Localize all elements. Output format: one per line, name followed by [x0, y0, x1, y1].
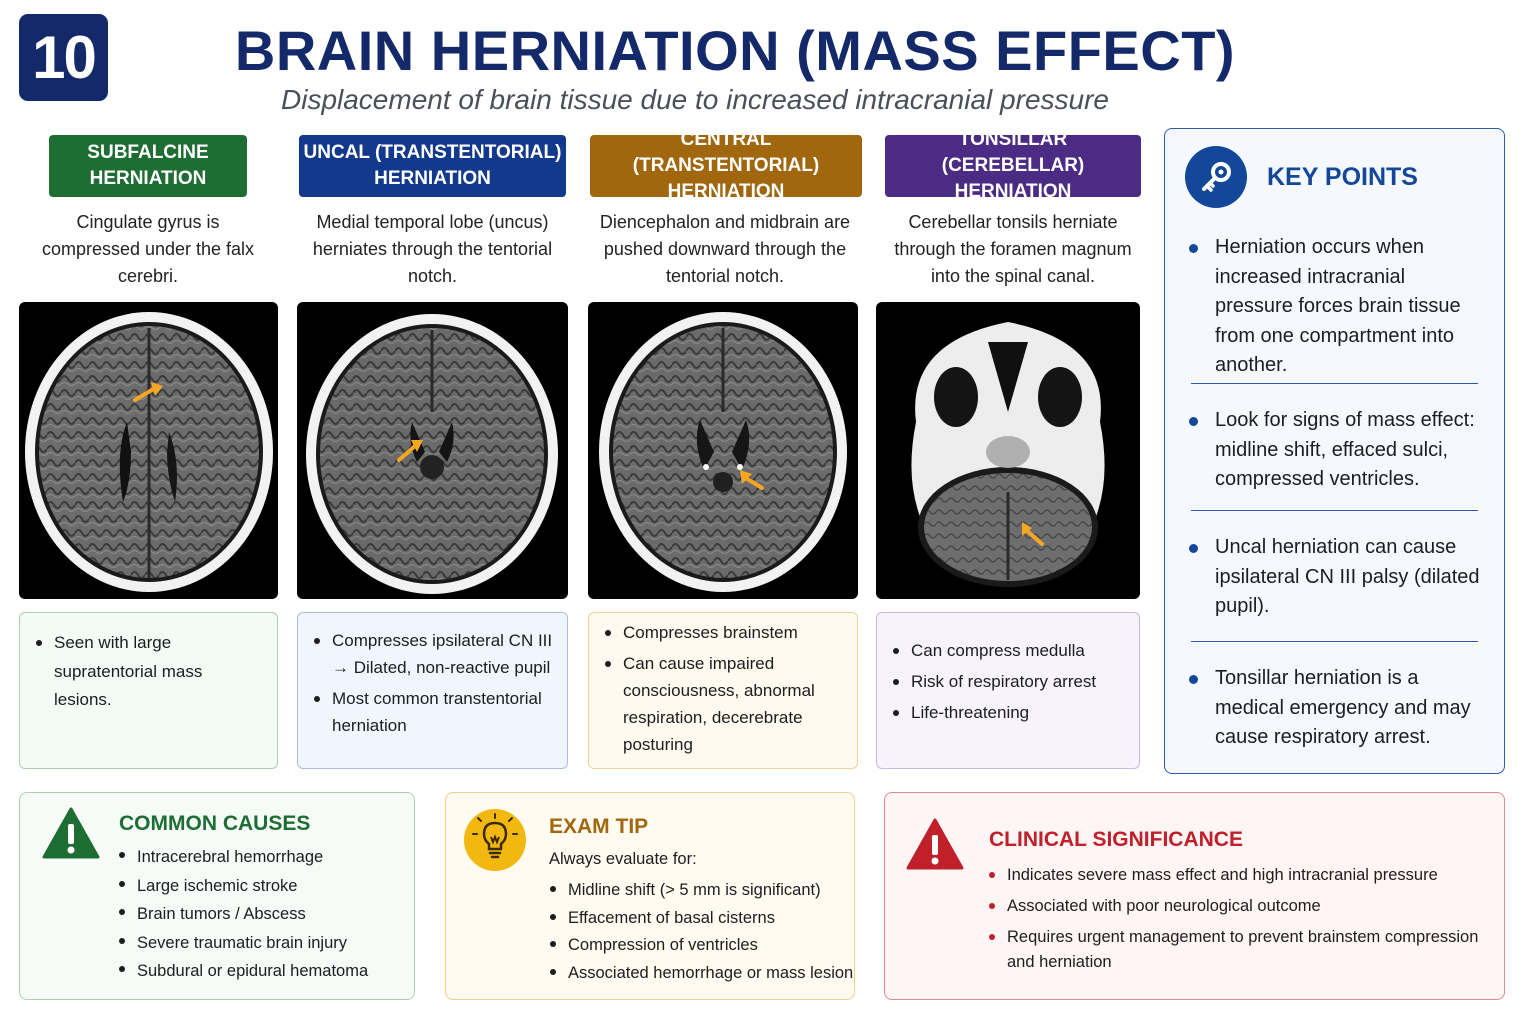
key-point: Tonsillar herniation is a medical emerge…	[1185, 664, 1484, 753]
list-item: Requires urgent management to prevent br…	[987, 925, 1487, 975]
list-item: Large ischemic stroke	[117, 872, 368, 901]
ct-scan-subfalcine	[19, 302, 278, 599]
list-item: Severe traumatic brain injury	[117, 929, 368, 958]
column-central: CENTRAL (TRANSTENTORIAL)HERNIATION Dienc…	[590, 129, 862, 290]
list-item: Subdural or epidural hematoma	[117, 957, 368, 986]
key-point: Herniation occurs when increased intracr…	[1185, 233, 1484, 376]
slide-number-badge: 10	[19, 14, 108, 101]
bullets-central: Compresses brainstem Can cause impaired …	[588, 612, 858, 769]
key-icon	[1185, 146, 1247, 208]
exam-tip-title: EXAM TIP	[549, 815, 649, 838]
list-item: Effacement of basal cisterns	[548, 905, 853, 933]
list-item: Compression of ventricles	[548, 932, 853, 960]
column-header: UNCAL (TRANSTENTORIAL)HERNIATION	[299, 135, 566, 197]
divider	[1191, 383, 1478, 384]
page-title: BRAIN HERNIATION (MASS EFFECT)	[234, 19, 1236, 82]
key-points-header: KEY POINTS	[1185, 143, 1484, 211]
list-item: Risk of respiratory arrest	[891, 668, 1125, 695]
common-causes-box: COMMON CAUSES Intracerebral hemorrhage L…	[19, 792, 415, 1000]
column-description: Cerebellar tonsils herniate through the …	[894, 212, 1132, 286]
ct-scan-tonsillar	[876, 302, 1140, 599]
column-description: Cingulate gyrus is compressed under the …	[41, 212, 255, 286]
alert-icon	[905, 817, 965, 876]
column-header: TONSILLAR (CEREBELLAR)HERNIATION	[885, 129, 1141, 202]
divider	[1191, 510, 1478, 511]
bullets-tonsillar: Can compress medulla Risk of respiratory…	[876, 612, 1140, 769]
exam-tip-box: EXAM TIP Always evaluate for: Midline sh…	[445, 792, 855, 1000]
clinical-significance-title: CLINICAL SIGNIFICANCE	[989, 828, 1243, 851]
list-item: Can cause impaired consciousness, abnorm…	[603, 650, 843, 758]
warning-icon	[42, 807, 100, 864]
key-points-panel: KEY POINTS Herniation occurs when increa…	[1164, 128, 1505, 774]
common-causes-title: COMMON CAUSES	[119, 812, 311, 835]
key-points-title: KEY POINTS	[1267, 162, 1418, 191]
list-item: Compresses ipsilateral CN III → Dilated,…	[312, 627, 553, 681]
column-tonsillar: TONSILLAR (CEREBELLAR)HERNIATION Cerebel…	[882, 129, 1144, 290]
list-item: Indicates severe mass effect and high in…	[987, 863, 1487, 888]
list-item: Most common transtentorial herniation	[312, 685, 553, 739]
ct-scan-central	[588, 302, 858, 599]
column-uncal: UNCAL (TRANSTENTORIAL)HERNIATION Medial …	[297, 135, 568, 290]
page-subtitle: Displacement of brain tissue due to incr…	[281, 84, 1109, 115]
column-description: Diencephalon and midbrain are pushed dow…	[599, 212, 851, 286]
exam-tip-intro: Always evaluate for:	[549, 850, 697, 868]
list-item: Midline shift (> 5 mm is significant)	[548, 877, 853, 905]
list-item: Associated hemorrhage or mass lesion	[548, 960, 853, 988]
lightbulb-icon	[464, 809, 526, 876]
list-item: Can compress medulla	[891, 637, 1125, 664]
list-item: Intracerebral hemorrhage	[117, 843, 368, 872]
column-description: Medial temporal lobe (uncus) herniates t…	[312, 212, 553, 286]
list-item: Associated with poor neurological outcom…	[987, 894, 1487, 919]
list-item: Brain tumors / Abscess	[117, 900, 368, 929]
divider	[1191, 641, 1478, 642]
list-item: Compresses brainstem	[603, 619, 843, 646]
column-header: CENTRAL (TRANSTENTORIAL)HERNIATION	[590, 129, 862, 202]
ct-scan-uncal	[297, 302, 568, 599]
bullets-subfalcine: Seen with large supratentorial mass lesi…	[19, 612, 278, 769]
key-point: Look for signs of mass effect: midline s…	[1185, 406, 1484, 500]
list-item: Life-threatening	[891, 699, 1125, 726]
clinical-significance-box: CLINICAL SIGNIFICANCE Indicates severe m…	[884, 792, 1505, 1000]
key-point: Uncal herniation can cause ipsilateral C…	[1185, 533, 1484, 627]
bullets-uncal: Compresses ipsilateral CN III → Dilated,…	[297, 612, 568, 769]
list-item: Seen with large supratentorial mass lesi…	[34, 629, 263, 715]
